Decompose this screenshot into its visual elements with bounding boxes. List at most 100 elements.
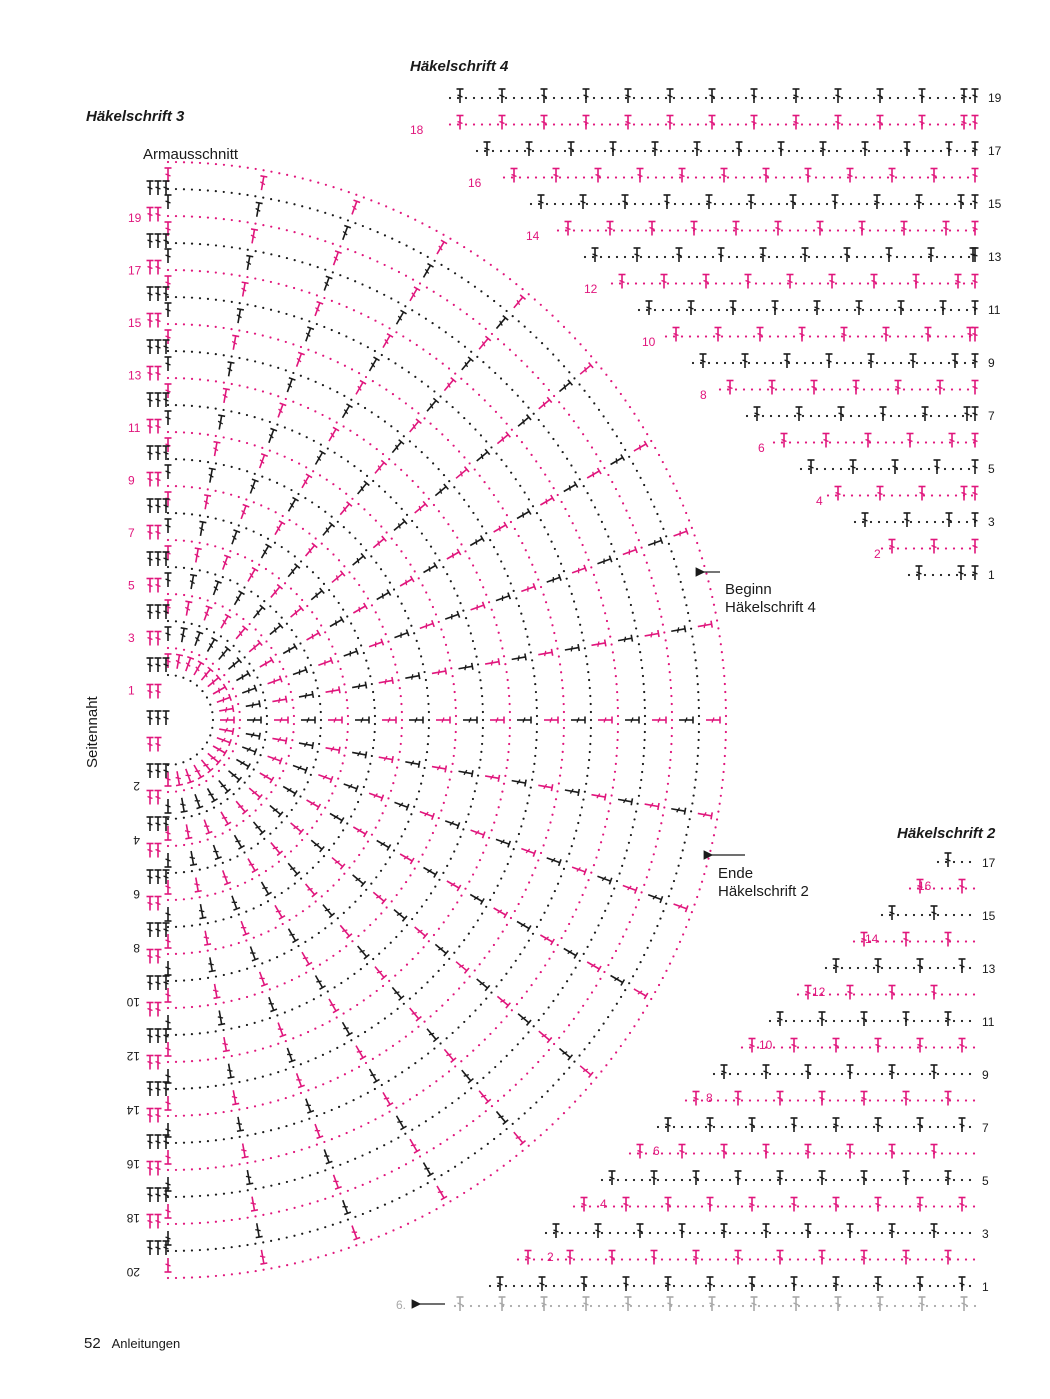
chart2-row-number: 10 xyxy=(759,1038,773,1052)
dc-stitch-symbol xyxy=(702,273,710,289)
dc-stitch-symbol xyxy=(228,657,243,670)
dc-stitch-symbol xyxy=(860,1011,868,1026)
dc-stitch-symbol xyxy=(222,387,230,404)
dc-stitch-symbol xyxy=(162,1240,170,1255)
chart3-title: Häkelschrift 3 xyxy=(86,108,185,125)
dc-stitch-symbol xyxy=(208,957,216,973)
dc-stitch-symbol xyxy=(164,329,172,344)
dc-stitch-symbol xyxy=(960,88,968,103)
dc-stitch-symbol xyxy=(855,300,863,315)
dc-stitch-symbol xyxy=(939,300,947,315)
dc-stitch-symbol xyxy=(792,114,800,130)
dc-stitch-symbol xyxy=(918,114,926,130)
dc-stitch-symbol xyxy=(436,239,448,255)
dc-stitch-symbol xyxy=(216,737,232,747)
dc-stitch-symbol xyxy=(498,114,506,130)
dc-stitch-symbol xyxy=(236,758,251,770)
dc-stitch-symbol xyxy=(846,1143,854,1159)
dc-stitch-symbol xyxy=(971,300,979,315)
dc-stitch-symbol xyxy=(185,768,195,784)
dc-stitch-symbol xyxy=(678,1143,686,1159)
dc-stitch-symbol xyxy=(248,787,263,801)
chart3-row-number: 16 xyxy=(126,1157,140,1171)
dc-stitch-symbol xyxy=(162,445,170,460)
chart3-chain-rings xyxy=(166,160,728,1280)
dc-stitch-symbol xyxy=(936,379,944,395)
dc-stitch-symbol xyxy=(193,764,205,780)
dc-stitch-symbol xyxy=(652,716,667,724)
dc-stitch-symbol xyxy=(212,983,221,1000)
dc-stitch-symbol xyxy=(647,536,664,546)
dc-stitch-symbol xyxy=(633,247,641,262)
dc-stitch-symbol xyxy=(971,114,979,130)
dc-stitch-symbol xyxy=(498,88,506,103)
dc-stitch-symbol xyxy=(971,88,979,103)
dc-stitch-symbol xyxy=(162,1187,170,1202)
dc-stitch-symbol xyxy=(154,816,162,831)
dc-stitch-symbol xyxy=(483,141,491,156)
dc-stitch-symbol xyxy=(846,1223,854,1238)
dc-stitch-symbol xyxy=(231,334,240,350)
dc-stitch-symbol xyxy=(860,1170,868,1185)
dc-stitch-symbol xyxy=(586,467,602,479)
dc-stitch-symbol xyxy=(762,1064,770,1079)
dc-stitch-symbol xyxy=(930,1143,938,1159)
dc-stitch-symbol xyxy=(463,716,478,724)
dc-stitch-symbol xyxy=(513,1131,527,1146)
dc-stitch-symbol xyxy=(154,736,162,752)
dc-stitch-symbol xyxy=(146,365,154,381)
dc-stitch-symbol xyxy=(748,1276,756,1291)
chart2-row-number: 8 xyxy=(706,1091,713,1105)
dc-stitch-symbol xyxy=(579,361,594,375)
dc-stitch-symbol xyxy=(323,1149,333,1165)
dc-stitch-symbol xyxy=(185,656,195,672)
dc-stitch-symbol xyxy=(860,1249,868,1265)
dc-stitch-symbol xyxy=(768,379,776,395)
begin-label-line2: Häkelschrift 4 xyxy=(725,599,816,616)
dc-stitch-symbol xyxy=(162,233,170,248)
dc-stitch-symbol xyxy=(236,1116,244,1133)
dc-stitch-symbol xyxy=(673,903,689,913)
dc-stitch-symbol xyxy=(720,167,728,183)
dc-stitch-symbol xyxy=(351,1225,361,1241)
dc-stitch-symbol xyxy=(154,604,162,619)
dc-stitch-symbol xyxy=(753,406,761,421)
chart3-row-number: 1 xyxy=(128,684,135,698)
dc-stitch-symbol xyxy=(916,1196,924,1212)
dc-stitch-symbol xyxy=(456,88,464,103)
dc-stitch-symbol xyxy=(391,439,405,454)
dc-stitch-symbol xyxy=(708,1296,716,1311)
dc-stitch-symbol xyxy=(154,445,162,460)
dc-stitch-symbol xyxy=(455,466,470,479)
dc-stitch-symbol xyxy=(783,353,791,368)
dc-stitch-symbol xyxy=(888,905,896,920)
dc-stitch-symbol xyxy=(860,1090,868,1106)
dc-stitch-symbol xyxy=(944,852,952,867)
dc-stitch-symbol xyxy=(162,286,170,301)
dc-stitch-symbol xyxy=(431,667,448,676)
dc-stitch-symbol xyxy=(496,431,511,445)
dc-stitch-symbol xyxy=(511,779,527,787)
dc-stitch-symbol xyxy=(218,645,231,660)
dc-stitch-symbol xyxy=(909,353,917,368)
dc-stitch-symbol xyxy=(846,984,854,1000)
dc-stitch-symbol xyxy=(586,961,602,973)
dc-stitch-symbol xyxy=(624,88,632,103)
dc-stitch-symbol xyxy=(212,683,228,695)
dc-stitch-symbol xyxy=(706,716,721,724)
dc-stitch-symbol xyxy=(341,403,353,419)
chart3-row-number: 17 xyxy=(128,264,142,278)
chart4-row-number: 19 xyxy=(988,91,1002,105)
dc-stitch-symbol xyxy=(357,945,370,960)
dc-stitch-symbol xyxy=(971,512,979,527)
dc-stitch-symbol xyxy=(558,1047,574,1061)
dc-stitch-symbol xyxy=(233,590,245,606)
dc-stitch-symbol xyxy=(538,648,554,657)
dc-stitch-symbol xyxy=(930,167,938,183)
dc-stitch-symbol xyxy=(552,167,560,183)
dc-stitch-symbol xyxy=(208,467,216,483)
dc-stitch-symbol xyxy=(164,853,172,868)
dc-stitch-symbol xyxy=(146,1081,154,1096)
dc-stitch-symbol xyxy=(318,656,334,667)
dc-stitch-symbol xyxy=(678,1223,686,1238)
